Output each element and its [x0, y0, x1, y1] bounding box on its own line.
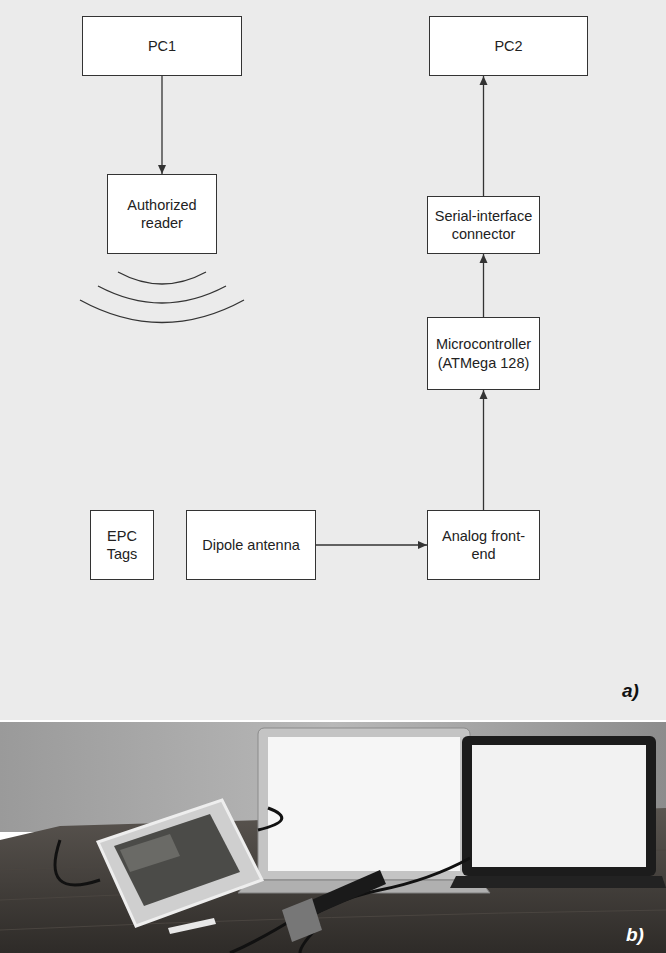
epc-tag — [168, 918, 216, 934]
antenna-board — [282, 870, 386, 942]
process-box: Dipole antenna — [186, 510, 316, 580]
box-label: PC2 — [494, 37, 522, 55]
black-laptop — [450, 736, 666, 888]
process-box: Serial-interface connector — [427, 196, 540, 254]
box-label: Microcontroller (ATMega 128) — [432, 335, 535, 371]
box-label: Analog front-end — [432, 527, 535, 563]
cables — [55, 808, 470, 953]
process-box: Microcontroller (ATMega 128) — [427, 317, 540, 390]
diagram-panel — [0, 0, 666, 720]
panel-label: b) — [626, 924, 644, 946]
process-box: PC1 — [82, 16, 242, 76]
flow-arrow — [316, 544, 427, 545]
flow-arrow — [161, 76, 162, 174]
box-label: Serial-interface connector — [432, 207, 535, 243]
flow-arrow — [483, 254, 484, 317]
flow-arrow — [483, 390, 484, 510]
reader-box — [98, 800, 262, 926]
box-label: Dipole antenna — [202, 536, 300, 554]
setup-photo — [0, 722, 666, 953]
process-box: PC2 — [429, 16, 588, 76]
process-box: EPC Tags — [90, 510, 154, 580]
connector-layer — [0, 0, 666, 720]
radio-waves — [80, 272, 244, 323]
process-box: Authorized reader — [107, 174, 217, 254]
process-box: Analog front-end — [427, 510, 540, 580]
box-label: Authorized reader — [112, 196, 212, 232]
flow-arrow — [483, 76, 484, 196]
panel-label: a) — [622, 680, 639, 702]
box-label: PC1 — [148, 37, 176, 55]
box-label: EPC Tags — [95, 527, 149, 563]
